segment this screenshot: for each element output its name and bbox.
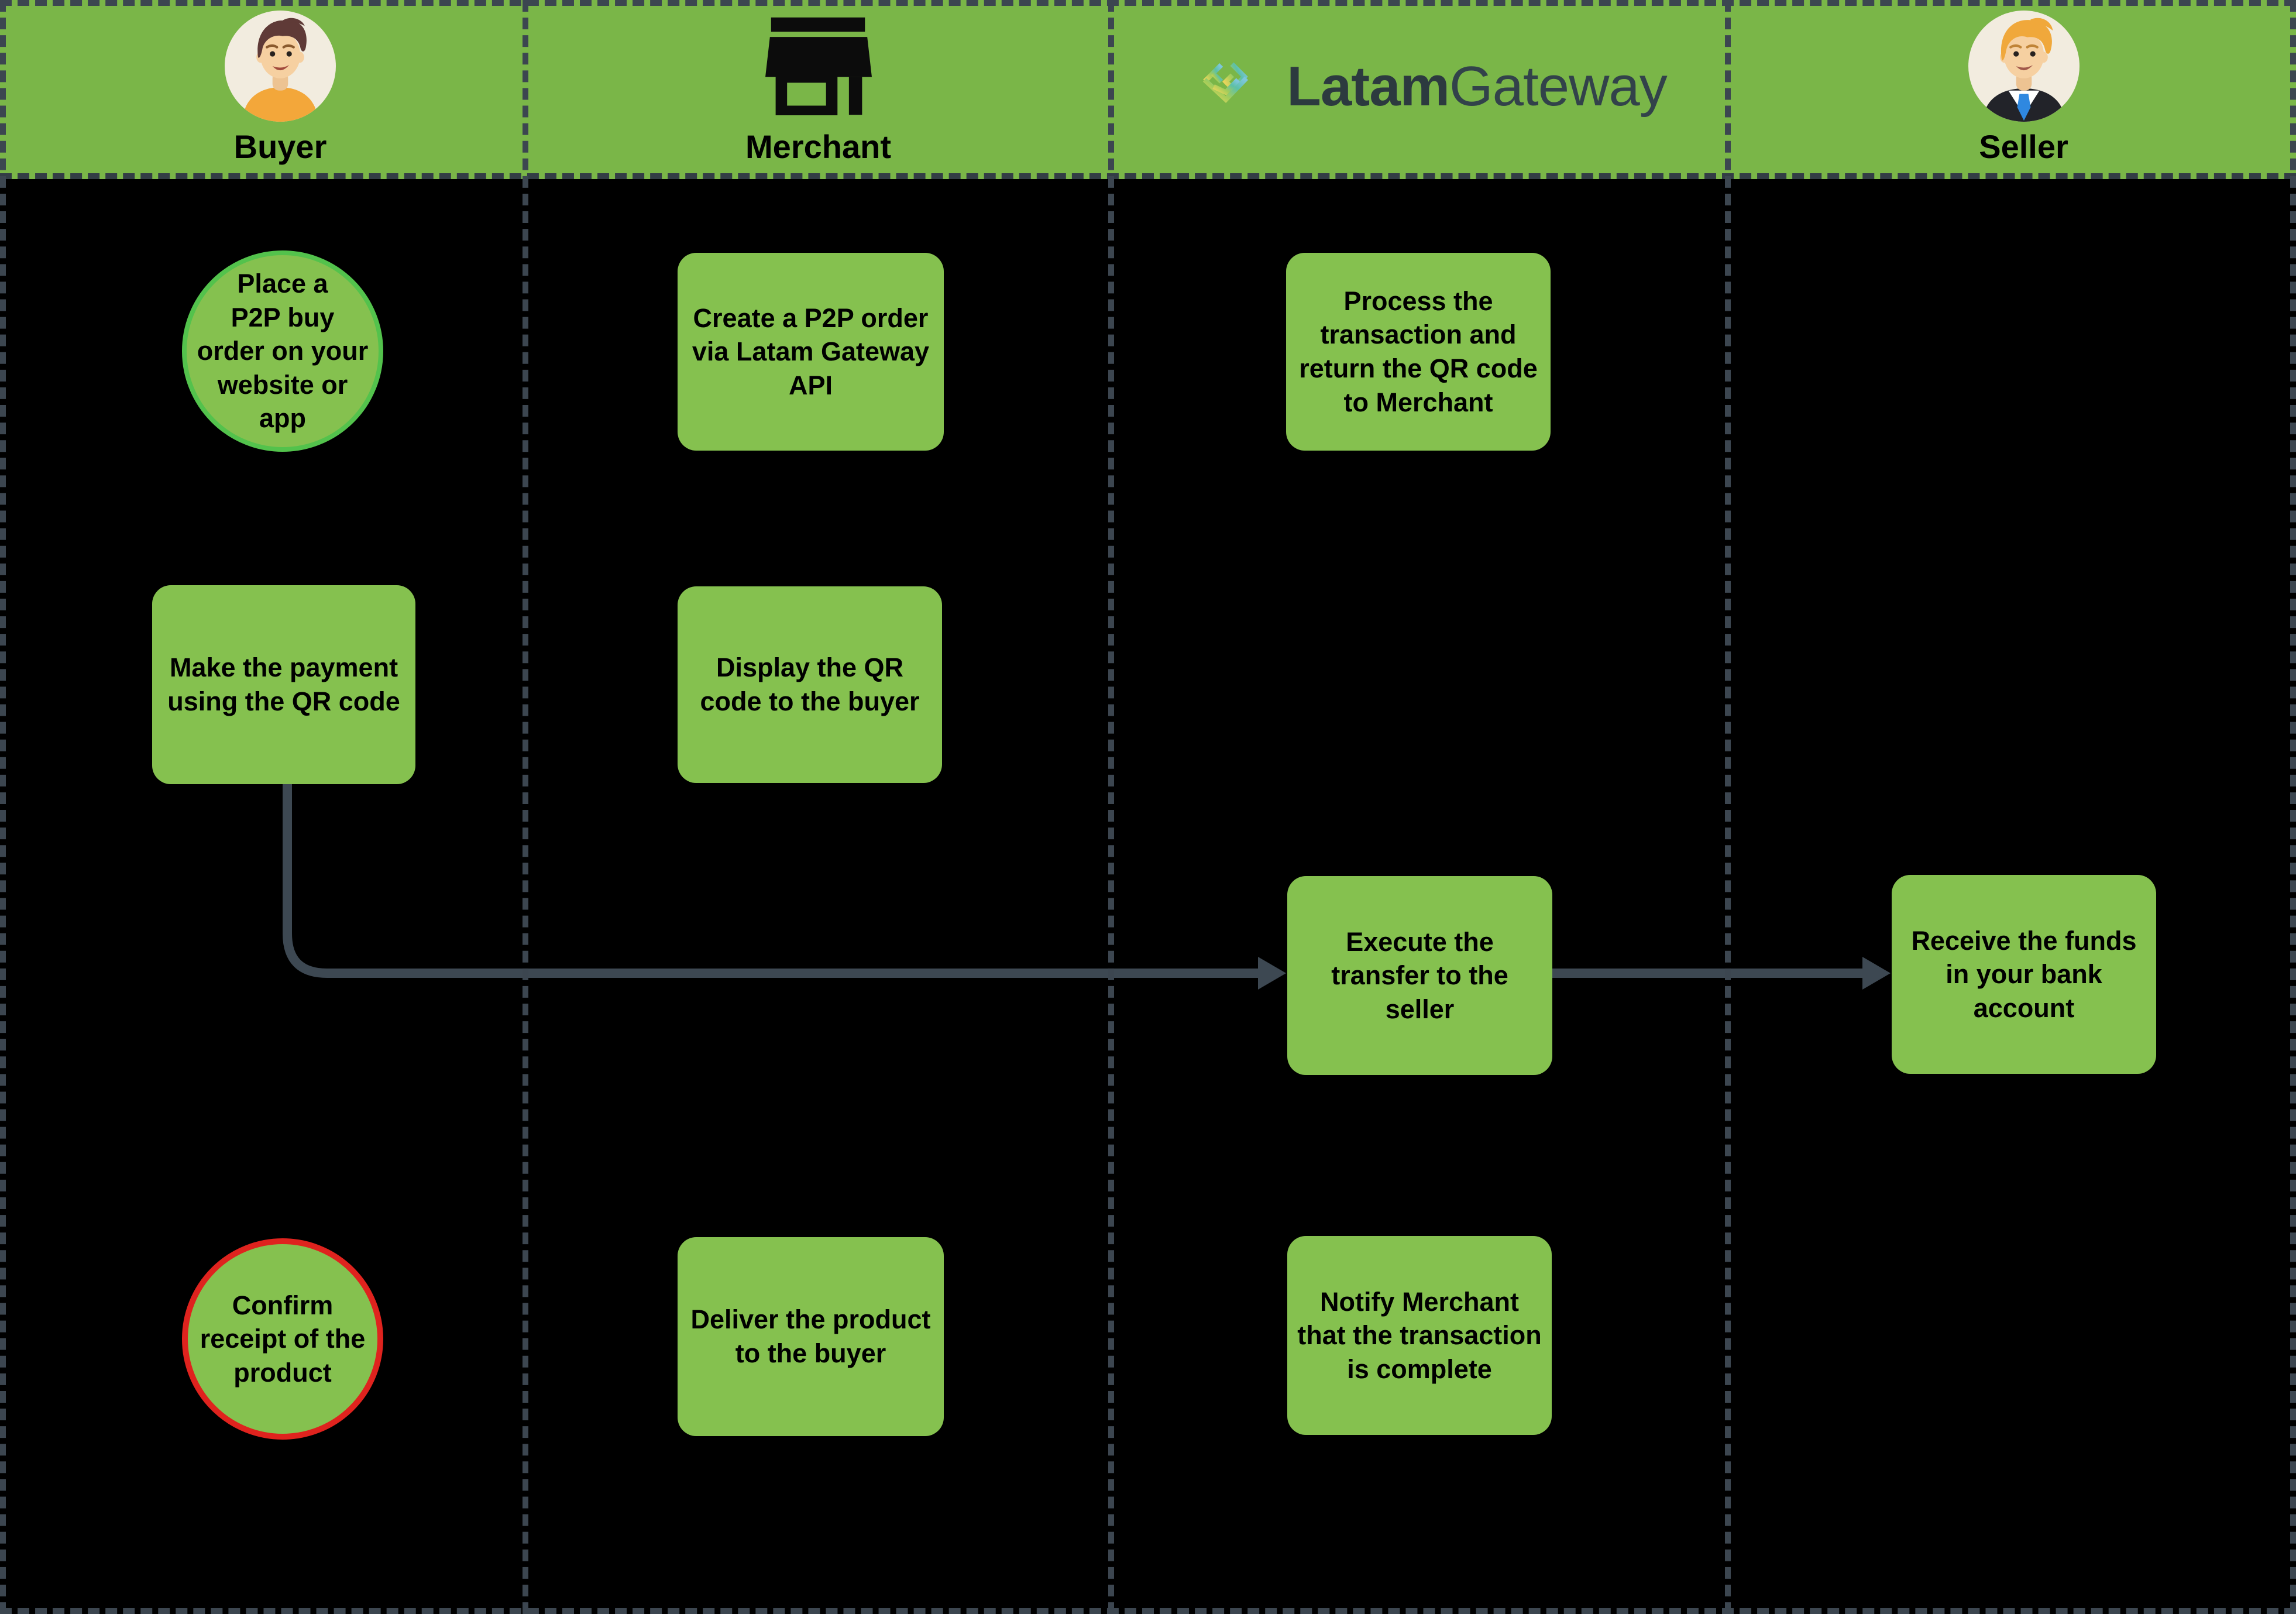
arrowhead-icon xyxy=(1258,957,1286,990)
lane-separator xyxy=(1108,0,1114,1614)
connector-make-payment-to-execute-transfer xyxy=(283,784,1286,990)
lane-separator xyxy=(1725,0,1731,1614)
lane-label-merchant: Merchant xyxy=(745,128,891,165)
seller-avatar-icon xyxy=(1968,10,2080,122)
node-receive-funds: Receive the funds in your bank account xyxy=(1892,875,2156,1074)
lane-label-seller: Seller xyxy=(1979,128,2068,165)
lane-header-buyer: Buyer xyxy=(0,0,525,173)
logo-text-latam: Latam xyxy=(1287,55,1450,118)
node-process-transaction: Process the transaction and return the Q… xyxy=(1286,253,1551,451)
buyer-avatar-icon xyxy=(225,10,336,122)
node-confirm-receipt: Confirm receipt of the product xyxy=(182,1238,383,1440)
node-place-order: Place a P2P buy order on your website or… xyxy=(182,250,383,452)
lane-header-merchant: Merchant xyxy=(525,0,1111,173)
node-receive-funds-text: Receive the funds in your bank account xyxy=(1911,925,2137,1023)
storefront-icon xyxy=(765,10,872,122)
node-place-order-text: Place a P2P buy order on your website or… xyxy=(197,269,369,434)
node-display-qr: Display the QR code to the buyer xyxy=(678,586,942,783)
node-make-payment-text: Make the payment using the QR code xyxy=(167,653,400,716)
lane-separator xyxy=(523,0,528,1614)
lane-header-seller: Seller xyxy=(1728,0,2296,173)
lane-label-buyer: Buyer xyxy=(233,128,327,165)
node-execute-transfer: Execute the transfer to the seller xyxy=(1287,876,1552,1075)
logo-text-gateway: Gateway xyxy=(1449,55,1668,118)
node-notify-merchant: Notify Merchant that the transaction is … xyxy=(1287,1236,1552,1435)
node-process-transaction-text: Process the transaction and return the Q… xyxy=(1299,286,1538,417)
node-notify-merchant-text: Notify Merchant that the transaction is … xyxy=(1297,1286,1542,1384)
lane-header-band: Buyer Merchant xyxy=(0,0,2296,179)
connector-execute-transfer-to-receive-funds xyxy=(1552,957,1891,990)
node-execute-transfer-text: Execute the transfer to the seller xyxy=(1331,926,1508,1024)
latamgateway-logo: LatamGateway xyxy=(1195,56,1668,118)
lane-header-latamgateway: LatamGateway xyxy=(1111,0,1728,173)
latamgateway-wordmark: LatamGateway xyxy=(1287,59,1668,115)
node-make-payment: Make the payment using the QR code xyxy=(152,585,415,784)
node-display-qr-text: Display the QR code to the buyer xyxy=(700,653,920,716)
node-create-order-text: Create a P2P order via Latam Gateway API xyxy=(692,303,930,400)
arrowhead-icon xyxy=(1862,957,1891,990)
node-confirm-receipt-text: Confirm receipt of the product xyxy=(200,1290,366,1388)
node-deliver-product: Deliver the product to the buyer xyxy=(678,1237,944,1436)
node-deliver-product-text: Deliver the product to the buyer xyxy=(690,1304,931,1368)
latamgateway-mark-icon xyxy=(1202,62,1249,104)
node-create-order: Create a P2P order via Latam Gateway API xyxy=(678,253,944,451)
